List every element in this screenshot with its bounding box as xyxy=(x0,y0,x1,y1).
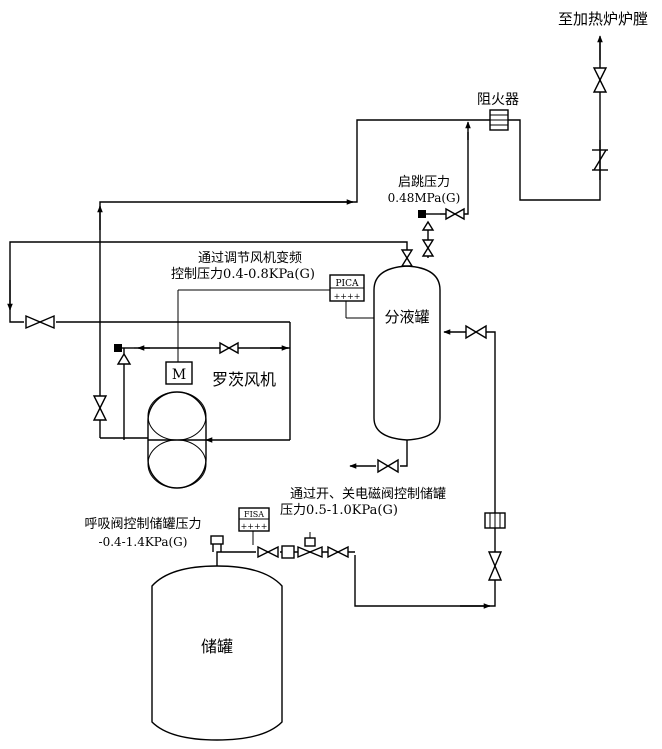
fisa-tag: FISA xyxy=(244,510,264,519)
valve-recirc-top[interactable] xyxy=(400,249,414,267)
roots-fan-label: 罗茨风机 xyxy=(212,370,276,389)
safety-relief-valve[interactable] xyxy=(418,210,440,231)
valve-riser[interactable] xyxy=(92,395,108,421)
valve-bypass[interactable] xyxy=(25,314,55,330)
relief-title-label: 启跳压力 xyxy=(398,175,450,190)
valve-storage-1[interactable] xyxy=(257,545,279,559)
pipe-drain xyxy=(400,438,408,467)
roots-fan xyxy=(147,391,207,489)
valve-drain[interactable] xyxy=(377,458,399,474)
pica-instrument: PICA ++++ xyxy=(329,274,365,302)
flame-arrester-lower xyxy=(484,512,506,529)
pica-tag: PICA xyxy=(336,279,359,289)
pica-alarm: ++++ xyxy=(334,292,361,301)
fan-control-label-1: 通过调节风机变频 xyxy=(198,250,302,266)
valve-furnace[interactable] xyxy=(592,67,608,93)
pipe-storage-out xyxy=(354,555,496,607)
solenoid-label-2: 压力0.5-1.0KPa(G) xyxy=(280,503,398,518)
breather-label-1: 呼吸阀控制储罐压力 xyxy=(84,517,201,532)
valve-storage-2[interactable] xyxy=(327,545,349,559)
valve-relief-drain[interactable] xyxy=(421,239,435,257)
fisa-instrument: FISA ++++ xyxy=(238,507,270,532)
pipe-main-header xyxy=(99,119,490,438)
furnace-label: 至加热炉炉膛 xyxy=(558,10,648,28)
valve-blower-top[interactable] xyxy=(219,341,239,355)
separator-label: 分液罐 xyxy=(384,308,429,326)
breather-label-2: -0.4-1.4KPa(G) xyxy=(99,535,188,549)
storage-tank xyxy=(151,565,283,741)
breather-valve[interactable] xyxy=(210,535,224,552)
relief-pressure-label: 0.48MPa(G) xyxy=(388,191,461,205)
pipe-to-furnace xyxy=(508,42,601,201)
pipe-storage-top xyxy=(216,551,256,568)
solenoid-label-1: 通过开、关电磁阀控制储罐 xyxy=(290,487,446,502)
fisa-alarm: ++++ xyxy=(241,522,268,531)
flame-arrester-top xyxy=(489,109,509,131)
fan-control-label-2: 控制压力0.4-0.8KPa(G) xyxy=(171,267,315,282)
flame-arrester-label: 阻火器 xyxy=(477,92,519,108)
solenoid-valve[interactable] xyxy=(297,537,323,559)
storage-tank-label: 储罐 xyxy=(201,637,233,656)
check-valve xyxy=(592,140,608,180)
blower-relief-valve[interactable] xyxy=(114,344,134,365)
motor-box xyxy=(165,361,193,385)
flow-element xyxy=(281,545,295,559)
separator-vessel xyxy=(373,265,441,441)
pipe-sep-inlet xyxy=(480,331,496,513)
valve-lower-line[interactable] xyxy=(487,551,503,581)
motor-label: M xyxy=(172,367,186,383)
valve-relief-line[interactable] xyxy=(445,207,465,221)
valve-sep-inlet[interactable] xyxy=(465,324,487,340)
